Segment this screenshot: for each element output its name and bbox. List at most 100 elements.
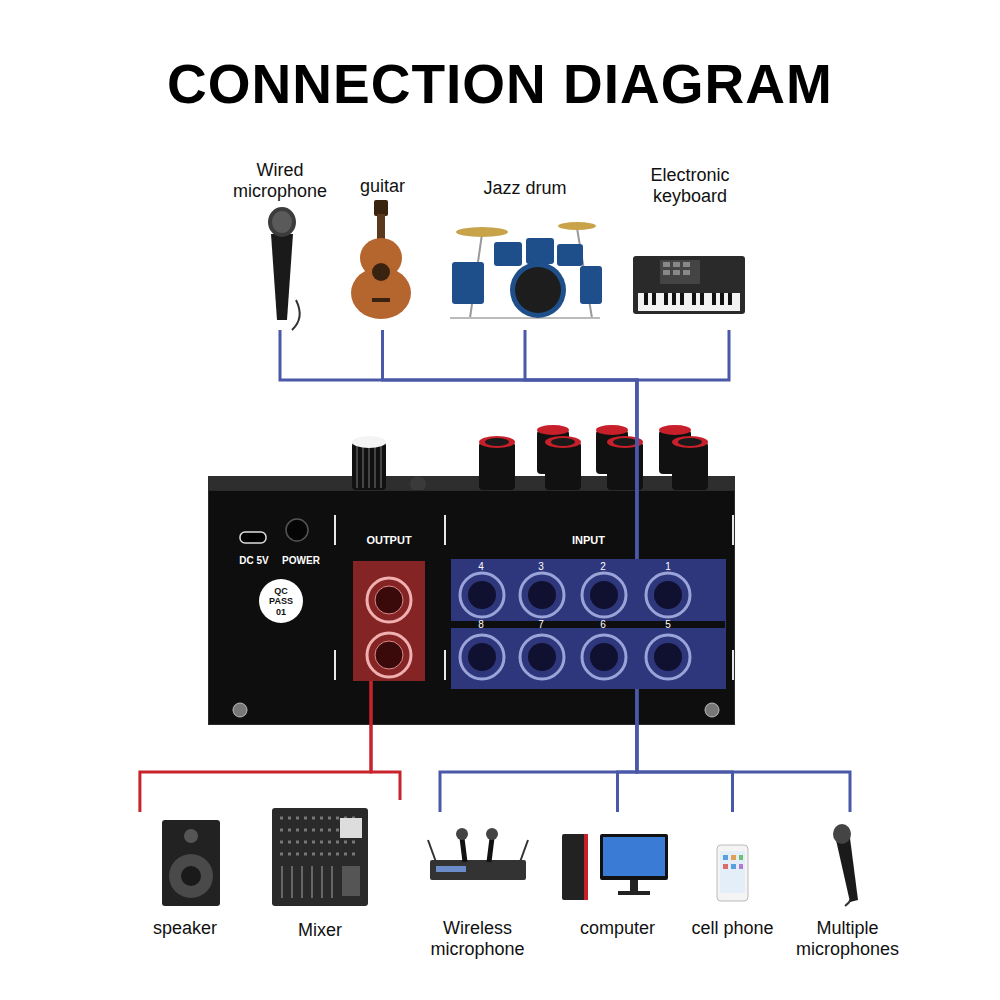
device-node: computer: [560, 812, 675, 947]
usb-c-port: [240, 532, 266, 543]
device-node: Electronic keyboard: [630, 165, 750, 330]
device-node: Multiple microphones: [785, 812, 910, 962]
keyboard-icon: [646, 293, 730, 305]
node-label: Multiple microphones: [785, 918, 910, 959]
connector-line: [440, 689, 637, 812]
input-row-separator: [450, 621, 725, 628]
mixer-icon: [272, 808, 368, 906]
port-number: 2: [593, 562, 613, 572]
drum-kit-icon: [510, 262, 566, 318]
connector-line: [637, 689, 733, 812]
computer-icon: [600, 834, 668, 880]
wireless-microphone-icon: [489, 838, 492, 862]
mixer-icon: [282, 866, 332, 898]
device-node: speaker: [130, 812, 240, 947]
volume-knob: [352, 436, 426, 492]
speaker-icon: [184, 829, 198, 843]
panel-dividers: [335, 515, 733, 680]
cell-phone-icon: [723, 864, 728, 869]
wired-microphone-icon: [292, 300, 300, 330]
diagram-title: CONNECTION DIAGRAM: [0, 52, 1000, 116]
volume-knob: [352, 442, 386, 490]
device-node: Wireless microphone: [415, 812, 540, 962]
node-label: OUTPUT: [353, 534, 425, 547]
node-label: Electronic keyboard: [630, 165, 750, 206]
channel-knobs: [678, 438, 702, 446]
wireless-microphone-icon: [430, 860, 526, 880]
cell-phone-icon: [739, 864, 743, 869]
keyboard-icon: [673, 270, 680, 275]
node-label: guitar: [345, 176, 420, 197]
guitar-icon: [372, 263, 390, 281]
cell-phone-icon: [717, 845, 748, 901]
output-jacks: [375, 586, 403, 614]
power-button: [286, 519, 308, 541]
port-number: 7: [531, 620, 551, 630]
input-row-separator: [450, 621, 725, 628]
connector-line: [280, 330, 637, 559]
channel-knobs: [479, 425, 708, 490]
wired-microphone-icon: [272, 211, 292, 233]
node-label: DC 5V: [232, 555, 276, 567]
input-jacks: [468, 581, 496, 609]
microphone-icon: [836, 838, 858, 902]
mixer-icon: [340, 818, 362, 838]
volume-knob: [357, 446, 381, 488]
node-label: INPUT: [451, 534, 726, 547]
connector-line: [637, 330, 729, 559]
cell-phone-icon: [731, 864, 736, 869]
input-jacks: [528, 643, 556, 671]
node-label: computer: [560, 918, 675, 939]
device-node: Wired microphone: [222, 160, 338, 330]
input-jacks: [646, 635, 690, 679]
connector-line: [383, 330, 637, 559]
keyboard-icon: [683, 262, 690, 267]
port-number: 5: [658, 620, 678, 630]
connector-line: [618, 689, 637, 812]
device-node: guitar: [345, 176, 420, 330]
port-number: 6: [593, 620, 613, 630]
node-label: Jazz drum: [440, 178, 610, 199]
device-node: cell phone: [680, 812, 785, 947]
node-label: speaker: [130, 918, 240, 939]
port-number: 4: [471, 562, 491, 572]
input-jacks: [460, 635, 504, 679]
node-label: Mixer: [240, 920, 400, 941]
channel-knobs: [485, 438, 509, 446]
input-jacks: [654, 581, 682, 609]
mixer-icon: [342, 866, 360, 896]
node-label: POWER: [273, 555, 329, 567]
computer-icon: [618, 891, 650, 895]
node-label: Wireless microphone: [415, 918, 540, 959]
power-button: [286, 519, 308, 541]
wireless-microphone-icon: [486, 828, 498, 840]
cell-phone-icon: [723, 855, 728, 860]
input-jacks: [528, 581, 556, 609]
panel-dividers: [335, 515, 733, 680]
wireless-microphone-icon: [456, 828, 468, 840]
keyboard-icon: [633, 256, 745, 314]
screws: [233, 703, 247, 717]
port-number: 8: [471, 620, 491, 630]
computer-icon: [584, 834, 588, 900]
usb-c-port: [240, 532, 266, 543]
drum-kit-icon: [450, 317, 600, 319]
keyboard-icon: [663, 262, 670, 267]
input-jacks: [520, 635, 564, 679]
guitar-icon: [351, 200, 411, 319]
microphone-icon: [833, 824, 851, 844]
computer-icon: [562, 834, 588, 900]
channel-knobs: [545, 436, 581, 448]
speaker-icon: [162, 820, 220, 906]
input-jacks: [590, 643, 618, 671]
speaker-icon: [169, 854, 213, 898]
volume-knob: [352, 436, 386, 448]
channel-knobs: [659, 425, 691, 435]
guitar-icon: [372, 298, 390, 302]
connector-line: [525, 330, 637, 559]
keyboard-icon: [633, 256, 745, 314]
